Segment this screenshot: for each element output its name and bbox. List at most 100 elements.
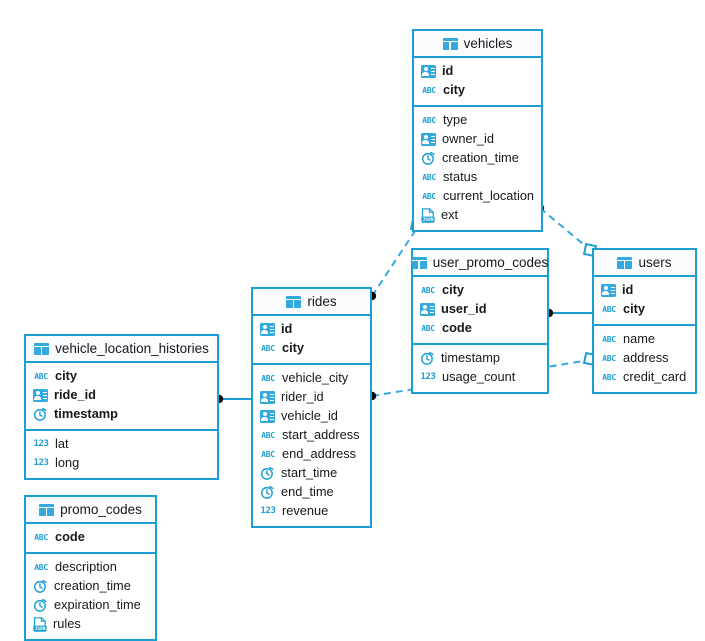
table-grid-icon <box>411 256 427 269</box>
table-header-promo_codes[interactable]: promo_codes <box>26 497 155 524</box>
relationship-user-promo-codes-to-users[interactable] <box>544 308 592 318</box>
clock-timestamp-icon <box>420 351 435 366</box>
field-name: timestamp <box>54 406 119 422</box>
field-name: city <box>55 368 78 384</box>
field-name: start_address <box>282 427 360 443</box>
field-name: vehicle_city <box>282 370 349 386</box>
json-document-icon: JSON <box>421 208 435 223</box>
field-name: code <box>55 529 85 545</box>
uuid-badge-icon <box>601 284 616 297</box>
abc-string-icon: ABC <box>261 344 275 353</box>
table-header-user_promo_codes[interactable]: user_promo_codes <box>411 250 549 277</box>
svg-text:JSON: JSON <box>422 217 433 223</box>
field-row: vehicle_id <box>253 407 370 426</box>
primary-key-row: id <box>594 281 695 300</box>
field-name: status <box>443 169 478 185</box>
table-name: rides <box>307 294 337 309</box>
field-name: creation_time <box>442 150 519 166</box>
relationship-line <box>371 227 418 297</box>
table-header-rides[interactable]: rides <box>253 289 370 316</box>
field-name: current_location <box>443 188 535 204</box>
field-name: city <box>443 82 466 98</box>
field-row: start_time <box>253 464 370 483</box>
table-grid-icon <box>286 295 302 308</box>
123-number-icon: 123 <box>33 458 49 468</box>
field-name: timestamp <box>441 350 501 366</box>
field-name: vehicle_id <box>281 408 338 424</box>
table-name: users <box>638 255 672 270</box>
field-name: revenue <box>282 503 329 519</box>
field-name: user_id <box>441 301 487 317</box>
table-header-users[interactable]: users <box>594 250 695 277</box>
field-name: expiration_time <box>54 597 141 613</box>
uuid-badge-icon <box>33 389 48 402</box>
table-header-vehicles[interactable]: vehicles <box>414 31 541 58</box>
field-row: expiration_time <box>26 596 155 615</box>
field-row: end_time <box>253 483 370 502</box>
field-name: lat <box>55 436 69 452</box>
uuid-badge-icon <box>421 133 436 146</box>
table-name: promo_codes <box>60 502 142 517</box>
field-name: id <box>281 321 293 337</box>
abc-string-icon: ABC <box>422 86 436 95</box>
abc-string-icon: ABC <box>261 450 275 459</box>
table-grid-icon <box>442 37 458 50</box>
clock-timestamp-icon <box>33 598 48 613</box>
field-name: owner_id <box>442 131 494 147</box>
primary-key-row: user_id <box>413 300 547 319</box>
field-name: rider_id <box>281 389 324 405</box>
field-row: rider_id <box>253 388 370 407</box>
table-name: user_promo_codes <box>432 255 549 270</box>
primary-key-row: ABC city <box>414 81 541 100</box>
abc-string-icon: ABC <box>421 324 435 333</box>
abc-string-icon: ABC <box>602 335 616 344</box>
abc-string-icon: ABC <box>34 563 48 572</box>
field-name: type <box>443 112 468 128</box>
123-number-icon: 123 <box>33 439 49 449</box>
svg-text:JSON: JSON <box>34 626 45 632</box>
table-header-vehicle_location_histories[interactable]: vehicle_location_histories <box>26 336 217 363</box>
relationship-rides-to-vehicle-location-histories[interactable] <box>214 394 251 404</box>
field-name: id <box>442 63 454 79</box>
primary-key-row: id <box>253 320 370 339</box>
uuid-badge-icon <box>260 323 275 336</box>
field-name: ext <box>441 207 459 223</box>
table-grid-icon <box>39 503 55 516</box>
field-name: city <box>442 282 465 298</box>
field-name: address <box>623 350 669 366</box>
field-row: 123 lat <box>26 435 217 454</box>
123-number-icon: 123 <box>260 506 276 516</box>
field-name: rules <box>53 616 81 632</box>
table-name: vehicles <box>463 36 513 51</box>
field-name: credit_card <box>623 369 687 385</box>
primary-key-row: ride_id <box>26 386 217 405</box>
field-row: timestamp <box>413 349 547 368</box>
